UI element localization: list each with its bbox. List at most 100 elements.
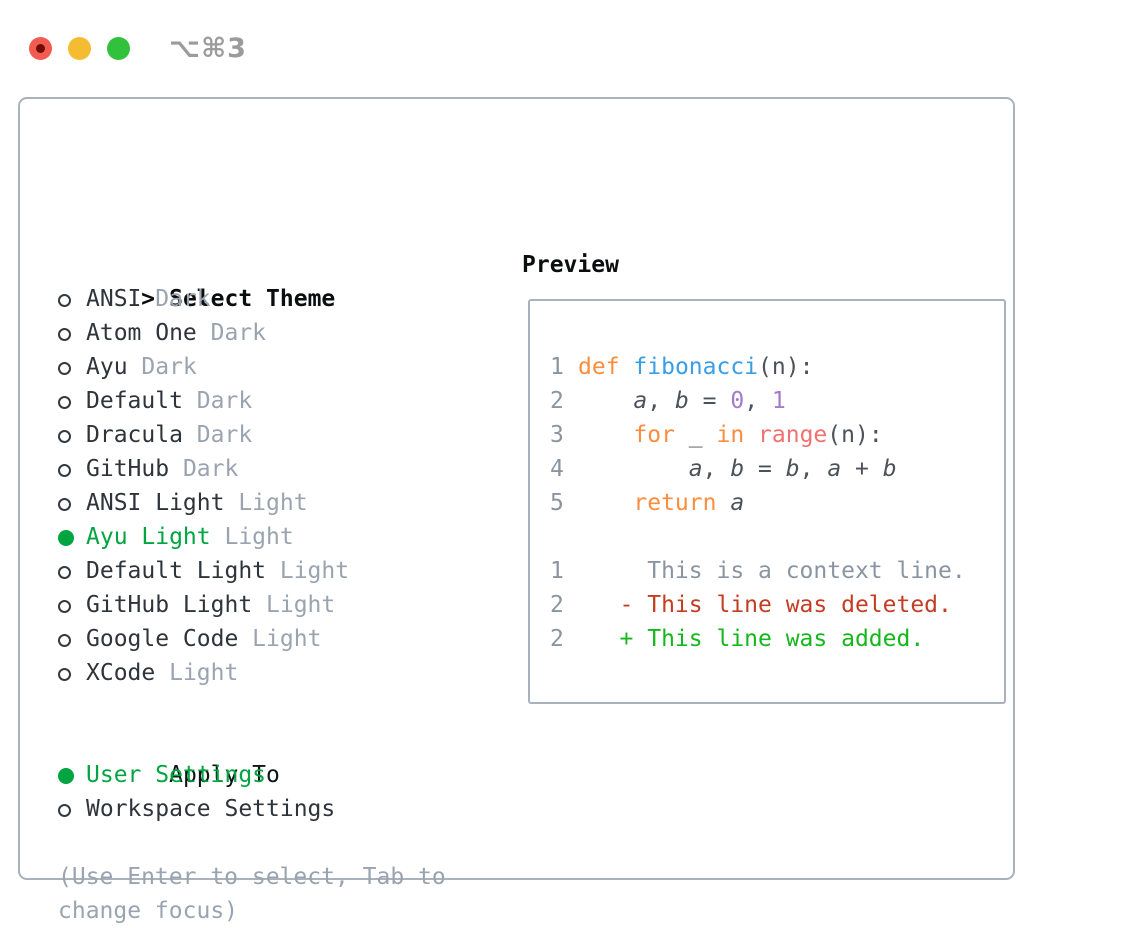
code-line: 2 - This line was deleted. <box>550 588 966 622</box>
window-shortcut-label: ⌥⌘3 <box>169 33 247 64</box>
radio-circle <box>58 768 74 784</box>
option-label: User Settings <box>86 762 267 788</box>
code-token: (n): <box>827 422 883 448</box>
select-theme-title: Select Theme <box>169 286 336 312</box>
option-label: Default <box>86 388 183 414</box>
apply-to-title: Apply To <box>169 762 280 788</box>
theme-option[interactable]: Dracula Dark <box>58 418 446 452</box>
apply-to-option[interactable]: User Settings <box>58 758 446 792</box>
code-line: 2 a, b = 0, 1 <box>550 384 966 418</box>
select-theme-header: > Select Theme <box>58 248 446 312</box>
code-line: 3 for _ in range(n): <box>550 418 966 452</box>
code-token: 0 <box>730 388 745 414</box>
option-variant-label: Dark <box>182 422 253 448</box>
code-token <box>716 490 730 516</box>
code-token: a <box>633 388 648 414</box>
theme-option[interactable]: Ayu Dark <box>58 350 446 384</box>
code-token: a <box>827 456 842 482</box>
code-token: 1 <box>771 388 786 414</box>
radio-circle <box>58 530 74 546</box>
theme-option[interactable]: XCode Light <box>58 656 446 690</box>
option-label: Atom One <box>86 320 197 346</box>
code-token: b <box>882 456 897 482</box>
code-token: - This line was deleted. <box>578 592 952 618</box>
code-token: fibonacci <box>633 354 759 380</box>
theme-option[interactable]: ANSI Light Light <box>58 486 446 520</box>
line-number: 2 <box>550 592 564 618</box>
option-label: Google Code <box>86 626 239 652</box>
zoom-window-button[interactable] <box>107 37 130 60</box>
titlebar: ⌥⌘3 <box>0 0 1140 97</box>
line-number: 2 <box>550 626 564 652</box>
theme-option[interactable]: GitHub Light Light <box>58 588 446 622</box>
code-token <box>578 490 633 516</box>
code-token <box>620 354 634 380</box>
theme-option[interactable]: Ayu Light Light <box>58 520 446 554</box>
theme-option[interactable]: ANSI Dark <box>58 282 446 316</box>
code-blank-line <box>550 520 966 554</box>
keyboard-hint-line: (Use Enter to select, Tab to <box>58 864 446 890</box>
option-variant-label: Dark <box>169 456 239 482</box>
line-number: 2 <box>550 388 564 414</box>
code-token: range <box>758 422 828 448</box>
option-variant-label: Dark <box>141 286 211 312</box>
option-variant-label: Dark <box>196 320 267 346</box>
option-label: GitHub <box>86 456 170 482</box>
code-token: = <box>744 456 786 482</box>
theme-option[interactable]: Atom One Dark <box>58 316 446 350</box>
code-token: , <box>647 388 675 414</box>
option-variant-label: Light <box>238 626 322 652</box>
radio-unselected-icon <box>58 316 86 350</box>
option-variant-label: Dark <box>182 388 253 414</box>
code-token: in <box>716 422 745 448</box>
option-label: ANSI <box>86 286 142 312</box>
code-token: b <box>674 388 689 414</box>
option-label: GitHub Light <box>86 592 253 618</box>
minimize-window-button[interactable] <box>68 37 91 60</box>
code-token: b <box>730 456 745 482</box>
code-token: _ <box>674 422 717 448</box>
radio-unselected-icon <box>58 554 86 588</box>
option-variant-label: Dark <box>127 354 197 380</box>
keyboard-hint-line: change focus) <box>58 898 239 924</box>
close-window-button[interactable] <box>29 37 52 60</box>
theme-option[interactable]: Google Code Light <box>58 622 446 656</box>
theme-option[interactable]: Default Dark <box>58 384 446 418</box>
radio-circle <box>58 804 71 817</box>
radio-unselected-icon <box>58 418 86 452</box>
focus-caret-icon: > <box>141 286 155 312</box>
code-token: , <box>744 388 772 414</box>
option-label: Default Light <box>86 558 267 584</box>
code-token: a <box>730 490 745 516</box>
radio-unselected-icon <box>58 622 86 656</box>
option-variant-label: Light <box>224 490 308 516</box>
theme-option[interactable]: GitHub Dark <box>58 452 446 486</box>
code-token: + This line was added. <box>578 626 925 652</box>
radio-circle <box>58 464 71 477</box>
code-token <box>578 388 633 414</box>
theme-option[interactable]: Default Light Light <box>58 554 446 588</box>
code-token: b <box>785 456 800 482</box>
radio-unselected-icon <box>58 282 86 316</box>
radio-circle <box>58 668 71 681</box>
code-token: = <box>688 388 731 414</box>
line-number: 5 <box>550 490 564 516</box>
option-label: Workspace Settings <box>86 796 336 822</box>
radio-circle <box>58 396 71 409</box>
radio-circle <box>58 600 71 613</box>
spacer-row <box>58 826 446 860</box>
code-token: , <box>702 456 731 482</box>
apply-to-header: Apply To <box>58 724 446 788</box>
code-token <box>578 422 633 448</box>
option-variant-label: Light <box>210 524 294 550</box>
code-line: 5 return a <box>550 486 966 520</box>
line-number: 3 <box>550 422 564 448</box>
apply-to-option[interactable]: Workspace Settings <box>58 792 446 826</box>
option-label: Dracula <box>86 422 183 448</box>
